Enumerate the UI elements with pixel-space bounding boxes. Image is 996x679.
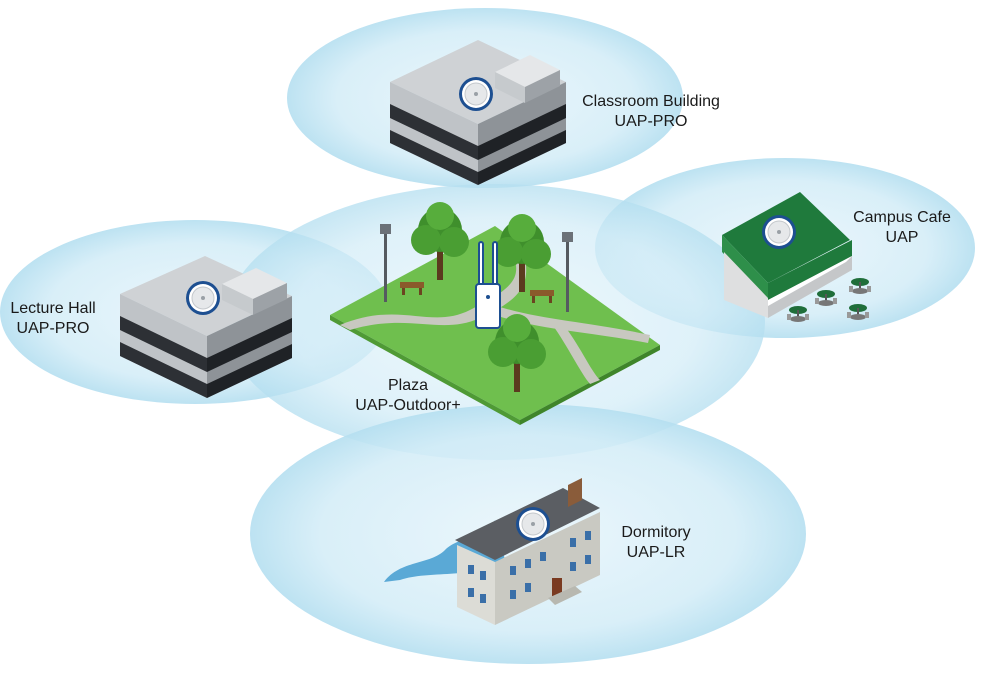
lamp-post-icon <box>562 232 573 312</box>
lecture-hall-building <box>120 256 292 398</box>
cafe-table-icon <box>847 304 869 320</box>
cafe-table-icon <box>787 306 809 322</box>
access-point-icon <box>475 241 501 329</box>
lecture-model-label: UAP-PRO <box>17 320 90 337</box>
bench-icon <box>530 290 554 303</box>
classroom-building <box>390 40 566 185</box>
dormitory-model-label: UAP-LR <box>627 544 686 561</box>
bench-icon <box>400 282 424 295</box>
cafe-table-icon <box>815 290 837 306</box>
campus-cafe-building <box>722 192 871 322</box>
plaza-name-label: Plaza <box>388 377 428 394</box>
site-labels: Classroom Building UAP-PRO Campus Cafe U… <box>10 93 951 561</box>
access-point-icon <box>458 76 494 112</box>
lecture-name-label: Lecture Hall <box>10 300 95 317</box>
dormitory-building <box>384 478 600 625</box>
classroom-name-label: Classroom Building <box>582 93 720 110</box>
plaza-park <box>330 202 660 425</box>
classroom-model-label: UAP-PRO <box>615 113 688 130</box>
access-point-icon <box>185 280 221 316</box>
cafe-table-icon <box>849 278 871 294</box>
cafe-name-label: Campus Cafe <box>853 209 951 226</box>
dormitory-name-label: Dormitory <box>621 524 690 541</box>
access-point-icon <box>515 506 551 542</box>
cafe-model-label: UAP <box>886 229 919 246</box>
lamp-post-icon <box>380 224 391 302</box>
access-point-icon <box>761 214 797 250</box>
plaza-model-label: UAP-Outdoor+ <box>355 397 460 414</box>
